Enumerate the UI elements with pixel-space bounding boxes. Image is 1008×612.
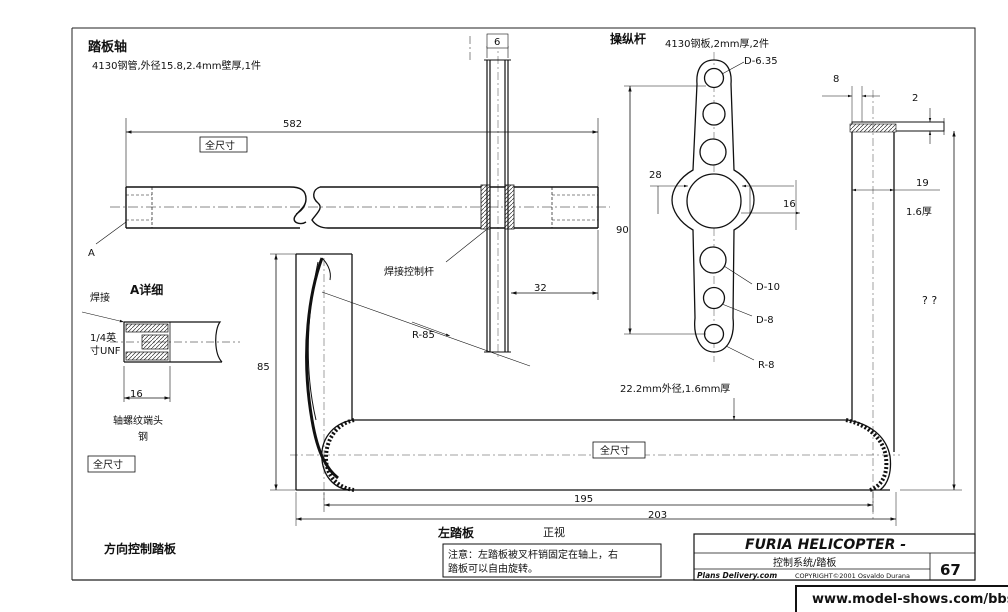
pedal-full-scale-label: 全尺寸 — [600, 444, 630, 457]
detail-a-callout: A — [88, 248, 95, 259]
watermark: www.model-shows.com/bbs — [795, 585, 1008, 612]
shaft-full-scale-label: 全尺寸 — [205, 139, 235, 152]
lever-holes — [686, 67, 742, 345]
shaft-length-label: 582 — [283, 119, 302, 130]
pedal-plate-2: 2 — [912, 93, 918, 104]
detail-a-full-scale-box — [87, 455, 136, 473]
pedal-width-203: 203 — [648, 510, 667, 521]
lever-offset-32: 32 — [534, 283, 547, 294]
pedal-radius-r85: R-85 — [412, 330, 435, 341]
left-pedal-view: 正视 — [543, 525, 565, 539]
note-box: 注意：左踏板被叉杆销固定在轴上，右 踏板可以自由旋转。 — [442, 543, 662, 578]
detail-a-length-16: 16 — [130, 389, 143, 400]
title-block: FURIA HELICOPTER - 控制系统/踏板 Plans Deliver… — [693, 533, 976, 581]
detail-a-title: A详细 — [130, 282, 163, 297]
note-line-1: 注意：左踏板被叉杆销固定在轴上，右 — [448, 548, 618, 561]
left-pedal-section: R-85 85 22.2mm外径,1.6mm厚 全尺寸 195 203 8 2 — [257, 74, 962, 540]
lever-width-28: 28 — [649, 170, 662, 181]
lever-thickness-6: 6 — [494, 37, 500, 48]
lever-height-90: 90 — [616, 225, 629, 236]
shaft-tube — [110, 186, 610, 229]
pedal-left-upright — [295, 253, 353, 490]
pedal-top-8: 8 — [833, 74, 839, 85]
detail-a-note-2: 钢 — [138, 430, 148, 443]
sheet-border — [71, 27, 976, 581]
pedal-height-85: 85 — [257, 362, 270, 373]
pedal-shaft-spec: 4130钢管,外径15.8,2.4mm壁厚,1件 — [92, 59, 261, 72]
hole-d8: D-8 — [756, 315, 774, 326]
left-pedal-title: 左踏板 — [437, 525, 475, 540]
lever-hole-16: 16 — [783, 199, 796, 210]
detail-a-thread-2: 寸UNF — [90, 344, 121, 357]
pedal-thickness-1-6: 1.6厚 — [906, 206, 932, 218]
pedal-weld-right — [845, 418, 889, 492]
detail-a-section: A详细 焊接 1/4英 寸UNF 16 轴螺纹端头 钢 全尺寸 — [81, 282, 240, 473]
shaft-weld-bead-left — [480, 184, 491, 230]
sheet-name: 控制系统/踏板 — [773, 556, 836, 569]
pedal-shaft-title: 踏板轴 — [88, 39, 127, 55]
shaft-weld-bead-right — [504, 184, 515, 230]
lever-end-radius-r8: R-8 — [758, 360, 775, 371]
control-lever-title: 操纵杆 — [610, 31, 646, 46]
detail-a-full-scale-label: 全尺寸 — [93, 458, 123, 471]
project-title: FURIA HELICOPTER - — [745, 537, 906, 553]
pedal-full-scale-box — [592, 441, 646, 459]
control-lever-section: 操纵杆 4130钢板,2mm厚,2件 D-6.35 D-10 D-8 R-8 9… — [610, 31, 800, 371]
pedal-tube-spec: 22.2mm外径,1.6mm厚 — [620, 382, 730, 395]
detail-a-weld-label: 焊接 — [90, 291, 110, 304]
detail-a-note-1: 轴螺纹端头 — [113, 414, 163, 427]
note-line-2: 踏板可以自由旋转。 — [448, 562, 538, 575]
detail-a-drawing — [110, 321, 240, 363]
watermark-text: www.model-shows.com/bbs — [812, 592, 1008, 607]
hole-d10: D-10 — [756, 282, 780, 293]
control-lever-spec: 4130钢板,2mm厚,2件 — [665, 37, 769, 50]
assembly-title: 方向控制踏板 — [104, 541, 177, 556]
detail-a-thread-1: 1/4英 — [90, 331, 116, 344]
shaft-full-scale-box — [199, 136, 248, 153]
pedal-bottom-tube — [296, 419, 890, 491]
pedal-shaft-section: 踏板轴 4130钢管,外径15.8,2.4mm壁厚,1件 582 全尺寸 — [88, 33, 610, 360]
pedal-tube-19: 19 — [916, 178, 929, 189]
publisher: Plans Delivery.com — [697, 571, 777, 580]
page-number: 67 — [940, 561, 961, 579]
hole-d6-35: D-6.35 — [744, 56, 778, 67]
control-lever-edge-view — [469, 36, 511, 360]
pedal-width-195: 195 — [574, 494, 593, 505]
pedal-height-unknown: ? ? — [922, 294, 937, 307]
copyright: COPYRIGHT©2001 Osvaldo Durana — [795, 572, 910, 580]
pedal-weld-left — [323, 418, 355, 492]
weld-lever-note: 焊接控制杆 — [384, 265, 434, 278]
